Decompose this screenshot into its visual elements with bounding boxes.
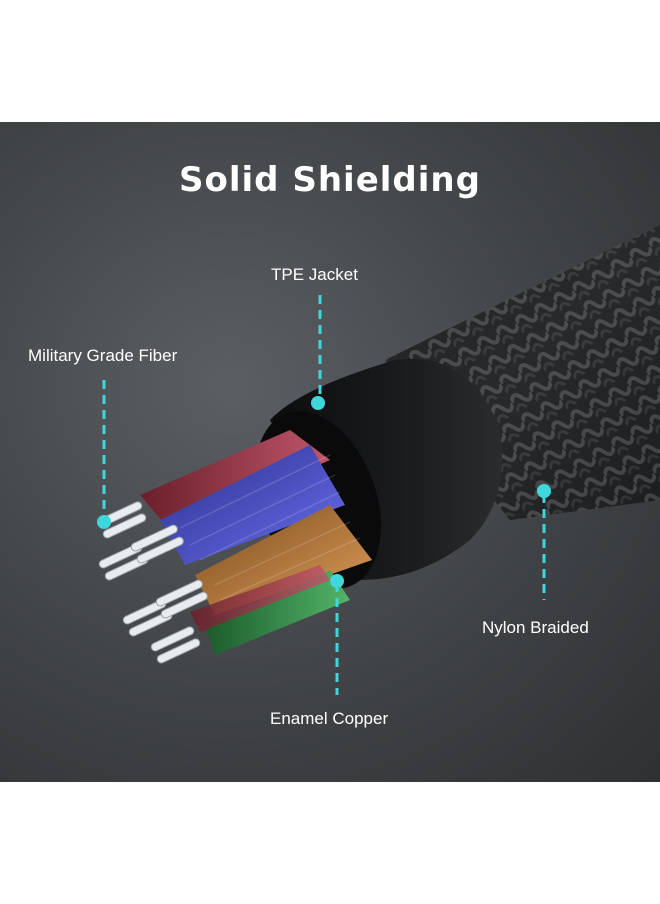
military-fiber-dot (97, 515, 111, 529)
tpe-jacket-tube (270, 358, 502, 580)
tpe-jacket-label: TPE Jacket (271, 265, 358, 284)
enamel-copper-dot (330, 574, 344, 588)
nylon-braided-dot (537, 484, 551, 498)
callout-dots (97, 396, 551, 588)
wire-bundles (140, 430, 372, 655)
nylon-braided-label: Nylon Braided (482, 618, 589, 637)
enamel-copper-label: Enamel Copper (270, 709, 389, 728)
callout-lines (102, 295, 546, 695)
military-fiber-label: Military Grade Fiber (28, 346, 178, 365)
tpe-jacket-dot (311, 396, 325, 410)
headline-title: Solid Shielding (179, 160, 481, 200)
